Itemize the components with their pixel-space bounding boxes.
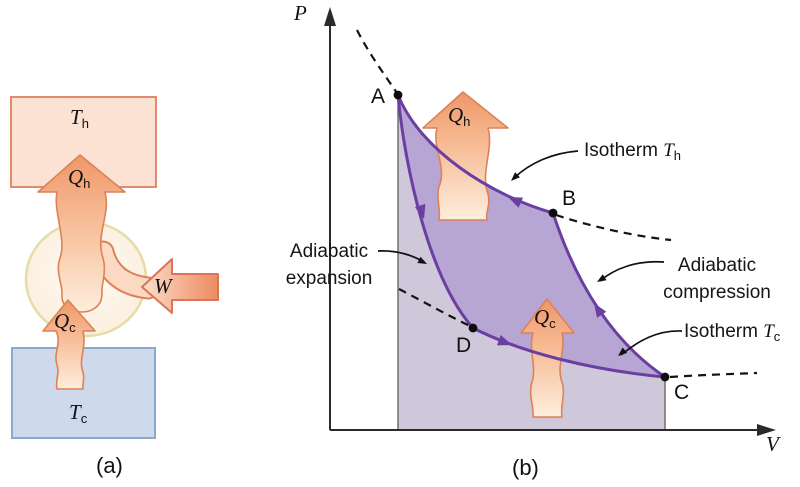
heat-qh-arrow-b	[422, 91, 509, 221]
direction-arrow-a-to-d	[414, 204, 426, 219]
caption-a: (a)	[96, 453, 123, 478]
panel-b-pv-diagram	[324, 7, 776, 436]
direction-arrow-b-to-a	[508, 197, 524, 208]
dashed-isotherm-right-of-B	[555, 213, 672, 242]
point-D-dot	[468, 323, 478, 333]
isotherm-tc-pointer	[620, 330, 683, 356]
point-B-dot	[548, 208, 558, 218]
point-A-dot	[393, 90, 403, 100]
heat-qh-label-b: Qh	[448, 103, 471, 129]
p-axis-label: P	[294, 1, 307, 25]
area-under-cycle	[398, 95, 665, 430]
work-label: W	[154, 274, 172, 298]
adiabatic-compression-pointer-head	[597, 274, 607, 282]
dashed-isotherm-right-of-C	[669, 371, 758, 379]
dashed-isotherm-left-of-D	[398, 288, 471, 327]
isotherm-tc-pointer-head	[618, 347, 628, 356]
p-axis-arrowhead	[324, 7, 336, 26]
hot-reservoir-label: Th	[70, 105, 89, 131]
cold-reservoir-label: Tc	[69, 400, 88, 426]
direction-arrow-c-to-b	[594, 303, 607, 318]
v-axis-label: V	[766, 432, 779, 456]
heat-qc-arrow-a	[42, 299, 96, 390]
panel-a-schematic	[10, 96, 219, 439]
adiabatic-expansion-pointer-head	[417, 256, 427, 264]
point-D-label: D	[456, 334, 472, 357]
isotherm-th-label: Isotherm Th	[584, 140, 682, 163]
point-C-dot	[660, 372, 670, 382]
isotherm-th-pointer-head	[511, 172, 520, 181]
heat-qh-arrow-a	[37, 154, 126, 313]
adiabatic-expansion-curve	[396, 94, 475, 329]
isotherm-th-curve	[396, 94, 554, 215]
heat-qc-label-a: Qc	[54, 309, 76, 335]
dashed-isotherm-above-A	[356, 29, 398, 94]
heat-qc-label-b: Qc	[534, 305, 556, 331]
heat-qh-label-a: Qh	[68, 165, 91, 191]
direction-arrow-d-to-c	[496, 335, 512, 346]
v-axis-arrowhead	[757, 424, 776, 436]
isotherm-tc-label: Isotherm Tc	[684, 321, 781, 344]
point-B-label: B	[562, 187, 577, 210]
point-A-label: A	[371, 85, 386, 108]
cycle-enclosed-area	[398, 95, 665, 377]
point-C-label: C	[674, 381, 690, 404]
isotherm-tc-curve	[472, 326, 666, 379]
cold-reservoir-box	[11, 347, 156, 439]
work-arrow	[141, 258, 219, 314]
isotherm-th-pointer	[513, 150, 579, 179]
caption-b: (b)	[512, 455, 539, 480]
